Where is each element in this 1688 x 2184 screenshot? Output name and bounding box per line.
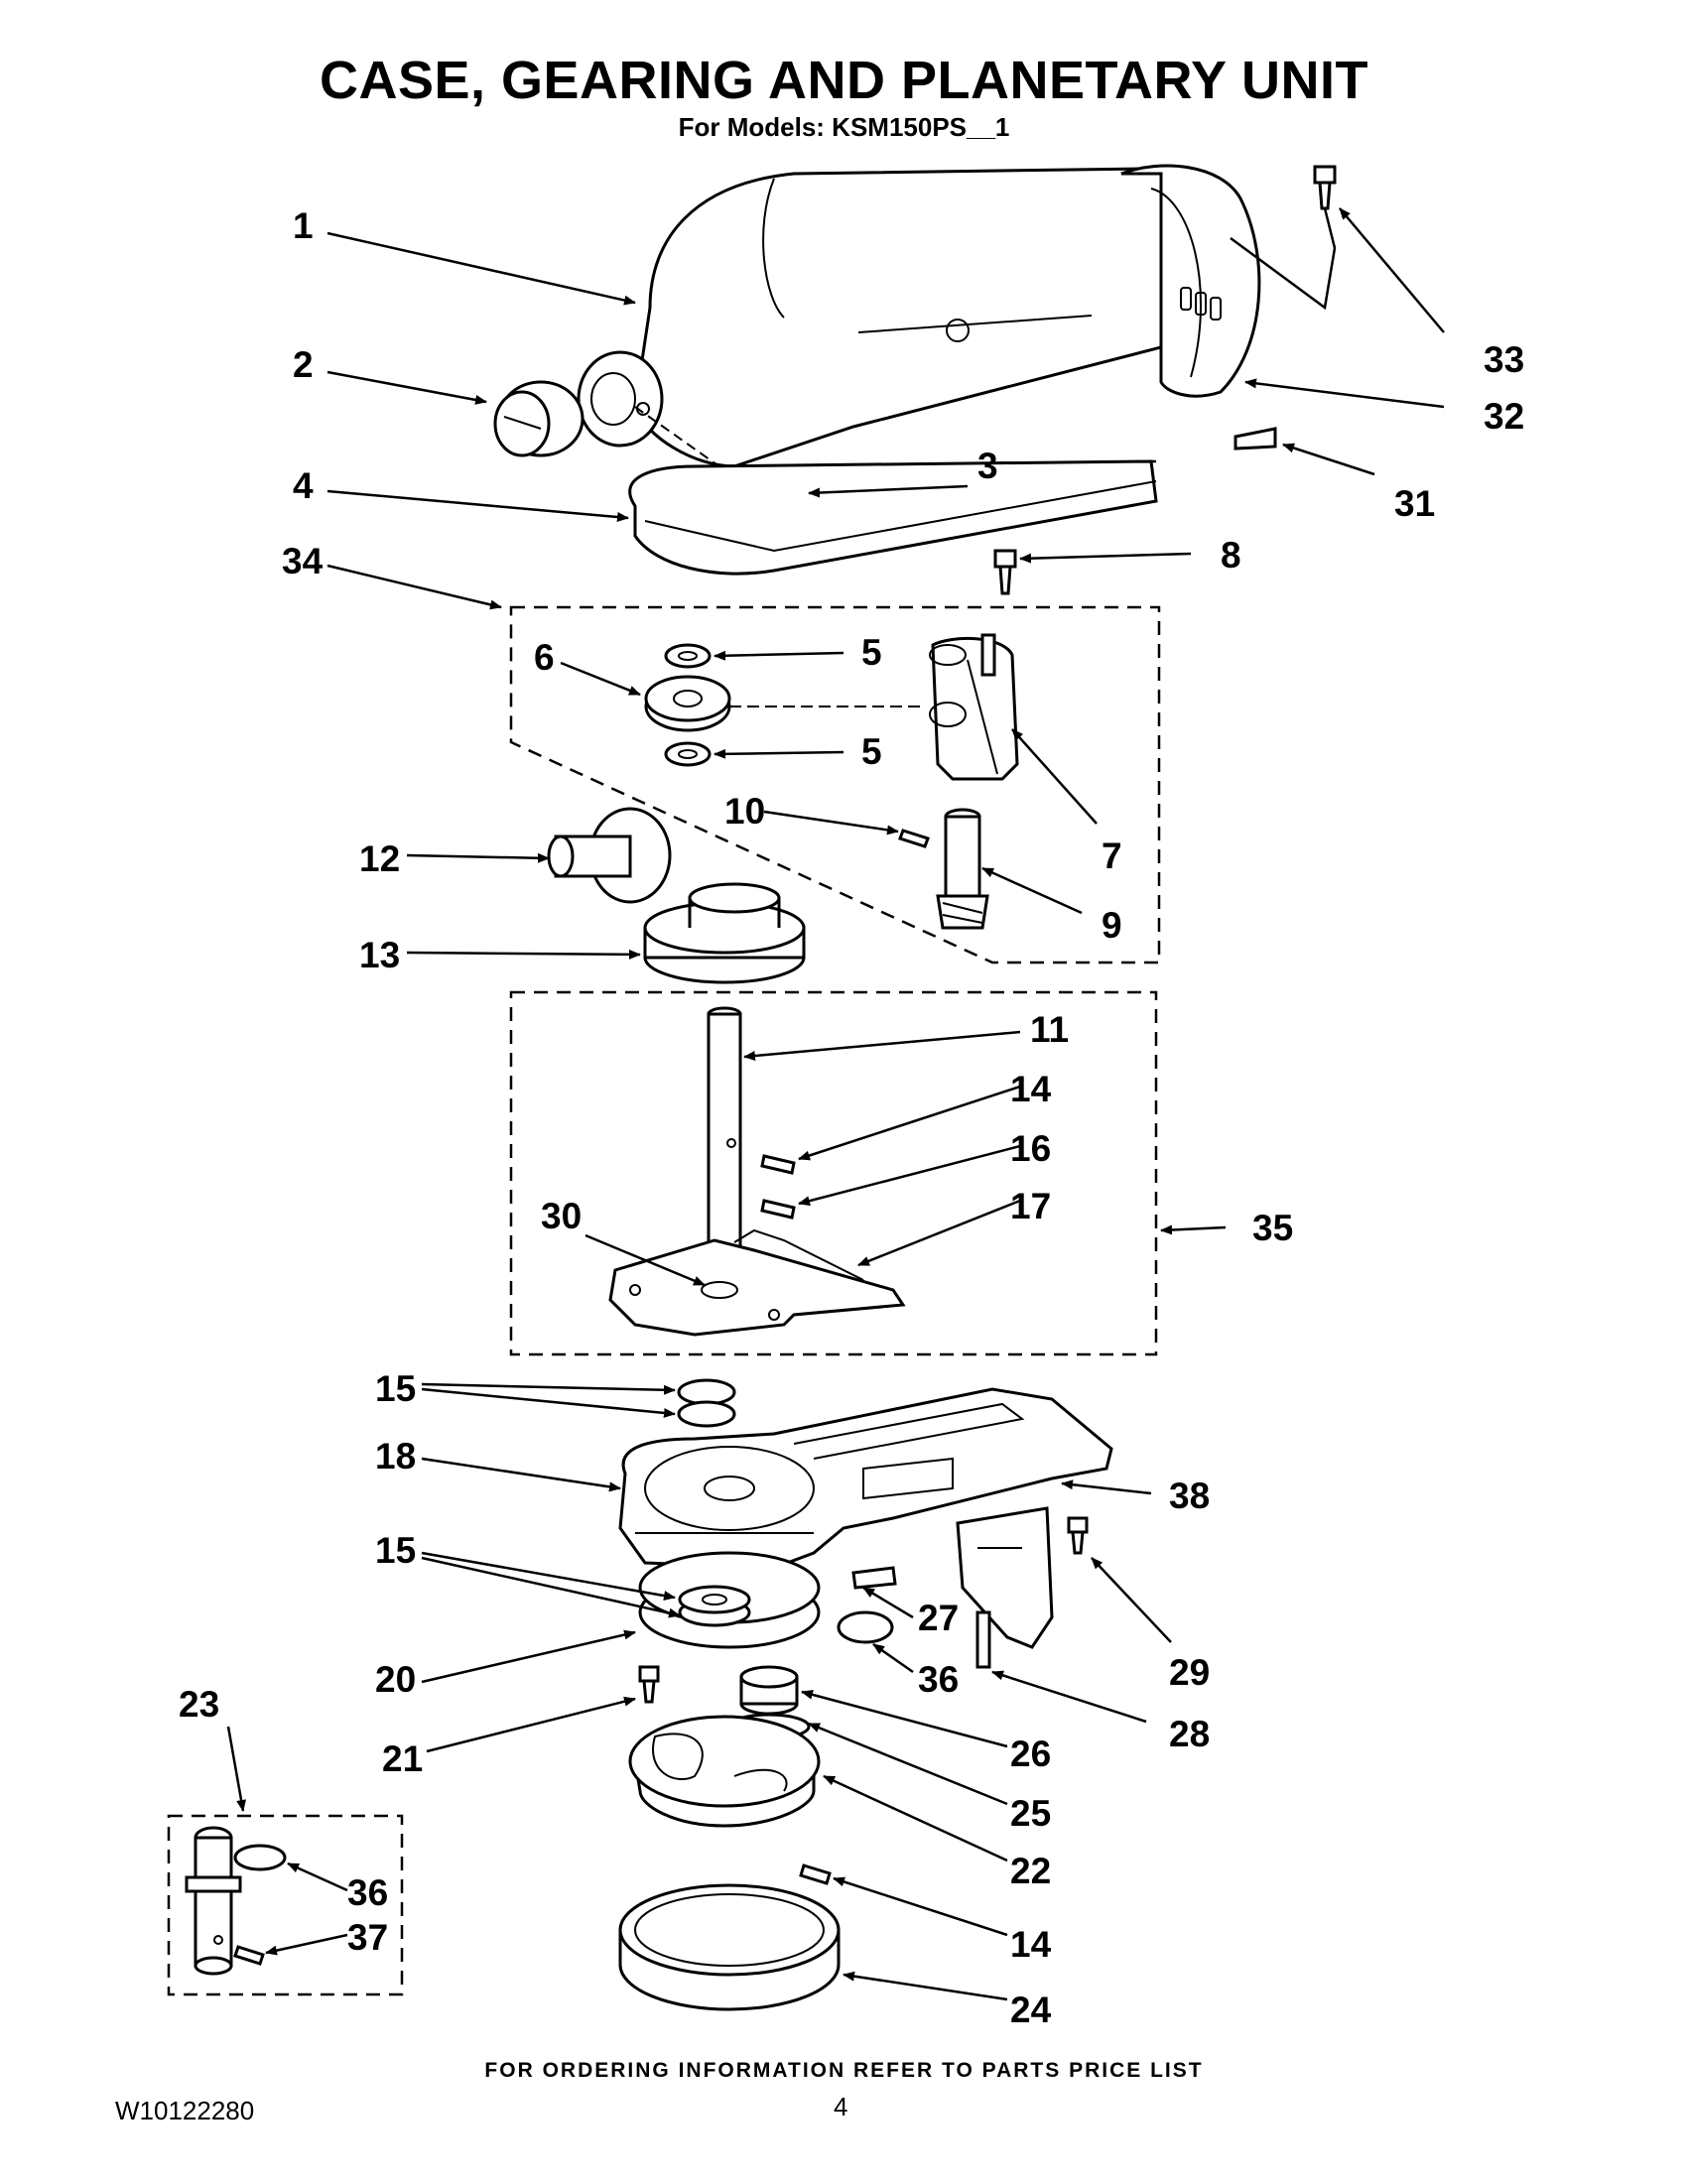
worm-follower-gear bbox=[644, 675, 923, 732]
ordering-info-note: FOR ORDERING INFORMATION REFER TO PARTS … bbox=[484, 2059, 1204, 2082]
pin-part-37 bbox=[233, 1945, 265, 1966]
callout-14-lower: 14 bbox=[1010, 1924, 1052, 1965]
pin-part-14-upper bbox=[760, 1154, 796, 1175]
callout-24: 24 bbox=[1010, 1990, 1052, 2030]
callout-29: 29 bbox=[1169, 1652, 1210, 1693]
pin-part-16 bbox=[760, 1199, 796, 1220]
assembly-group-23-outline bbox=[167, 1814, 404, 1996]
callout-30: 30 bbox=[541, 1196, 582, 1236]
pin-part-14-lower bbox=[799, 1863, 832, 1885]
screw-part-8 bbox=[993, 549, 1017, 595]
retaining-ring-part-36 bbox=[837, 1610, 894, 1644]
planetary-beater-shaft bbox=[185, 1826, 242, 1976]
callout-labels: 1 2 3 4 34 8 5 6 5 7 10 9 12 13 11 14 16… bbox=[179, 205, 1524, 2030]
callout-35: 35 bbox=[1252, 1208, 1293, 1248]
gear-housing-plate-and-gasket bbox=[608, 1228, 906, 1337]
gear-housing bbox=[618, 1387, 1113, 1570]
attachment-hub-plug bbox=[493, 380, 584, 457]
callout-38: 38 bbox=[1169, 1476, 1210, 1516]
callout-5-bottom: 5 bbox=[861, 731, 882, 772]
worm-gear-shaft bbox=[936, 808, 989, 930]
assembly-group-34-outline bbox=[509, 605, 1161, 964]
callout-9: 9 bbox=[1102, 905, 1122, 946]
callout-1: 1 bbox=[293, 205, 314, 246]
document-number: W10122280 bbox=[115, 2096, 255, 2125]
screw-part-31 bbox=[1234, 427, 1277, 450]
callout-31: 31 bbox=[1394, 483, 1435, 524]
callout-27: 27 bbox=[918, 1598, 959, 1638]
screw-part-33 bbox=[1230, 165, 1337, 311]
washer-part-15-upper-a bbox=[677, 1378, 736, 1406]
callout-16: 16 bbox=[1010, 1128, 1051, 1169]
callout-21: 21 bbox=[382, 1738, 423, 1779]
pin-part-10 bbox=[898, 829, 930, 848]
callout-17: 17 bbox=[1010, 1186, 1051, 1226]
callout-10: 10 bbox=[724, 791, 765, 832]
callout-32: 32 bbox=[1484, 396, 1524, 437]
assembly-group-35-outline bbox=[509, 990, 1158, 1356]
callout-7: 7 bbox=[1102, 835, 1122, 876]
page-number: 4 bbox=[834, 2092, 848, 2121]
callout-15-lower: 15 bbox=[375, 1530, 416, 1571]
callout-15-upper: 15 bbox=[375, 1368, 416, 1409]
callout-14-upper: 14 bbox=[1010, 1069, 1052, 1109]
washer-part-5-top bbox=[664, 643, 712, 669]
trim-band bbox=[628, 459, 1158, 576]
callout-36: 36 bbox=[918, 1659, 959, 1700]
washer-part-5-bottom bbox=[664, 741, 712, 767]
washer-part-15-upper-b bbox=[677, 1400, 736, 1428]
callout-11: 11 bbox=[1030, 1009, 1069, 1050]
callout-23: 23 bbox=[179, 1684, 219, 1725]
bevel-gear-hub bbox=[547, 807, 672, 904]
screw-part-29 bbox=[1067, 1516, 1089, 1555]
callout-2: 2 bbox=[293, 344, 314, 385]
callout-34: 34 bbox=[282, 541, 324, 581]
planetary-drive-gear bbox=[643, 882, 806, 984]
callout-36-small: 36 bbox=[347, 1872, 388, 1913]
leader-lines bbox=[226, 207, 1445, 2001]
callout-25: 25 bbox=[1010, 1793, 1051, 1834]
callout-18: 18 bbox=[375, 1436, 416, 1477]
callout-26: 26 bbox=[1010, 1734, 1051, 1774]
callout-8: 8 bbox=[1221, 535, 1241, 576]
rear-trim-band-cap bbox=[1120, 164, 1261, 398]
callout-22: 22 bbox=[1010, 1851, 1051, 1891]
callout-6: 6 bbox=[534, 637, 555, 678]
callout-28: 28 bbox=[1169, 1714, 1210, 1754]
planetary-unit bbox=[628, 1715, 821, 1828]
planetary-trim-band bbox=[618, 1883, 841, 2011]
callout-33: 33 bbox=[1484, 339, 1524, 380]
callout-20: 20 bbox=[375, 1659, 416, 1700]
callout-37: 37 bbox=[347, 1917, 388, 1958]
motor-housing-case bbox=[577, 167, 1213, 468]
callout-5-top: 5 bbox=[861, 632, 882, 673]
page-title: CASE, GEARING AND PLANETARY UNIT bbox=[319, 51, 1369, 110]
callout-12: 12 bbox=[359, 838, 400, 879]
planetary-shaft bbox=[707, 1006, 742, 1249]
retaining-ring-part-36-small bbox=[233, 1844, 287, 1871]
housing-bracket bbox=[956, 1506, 1054, 1649]
callout-3: 3 bbox=[977, 446, 998, 486]
gear-bracket bbox=[929, 633, 1019, 781]
screw-part-21 bbox=[638, 1665, 660, 1704]
screw-part-27 bbox=[851, 1566, 897, 1590]
callout-13: 13 bbox=[359, 935, 400, 975]
pin-part-28 bbox=[975, 1610, 991, 1669]
page-subtitle: For Models: KSM150PS__1 bbox=[678, 112, 1010, 142]
ring-gear bbox=[638, 1551, 821, 1649]
callout-4: 4 bbox=[293, 465, 314, 506]
